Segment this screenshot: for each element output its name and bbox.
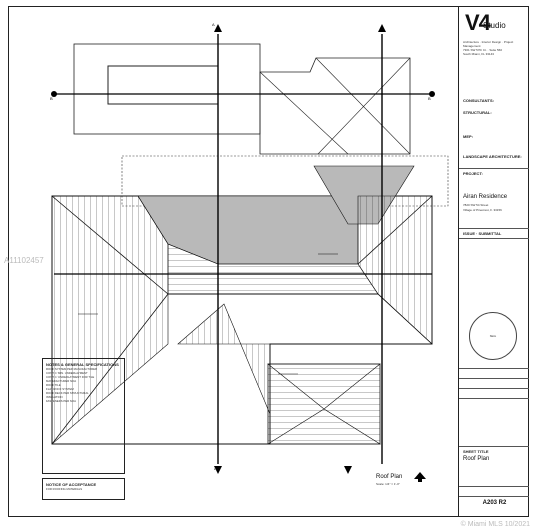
sheet-title-heading: SHEET TITLE [463,449,489,454]
project-heading: PROJECT: [463,171,483,176]
section-label-a-top: A [212,22,215,27]
revision-heading: ISSUE · SUBMITTAL [463,231,502,236]
general-notes-box: NOTES & GENERAL SPECIFICATIONS ROOF SYST… [42,358,125,474]
firm-logo: V4 Studio [465,12,525,38]
note-line: CONT. 1' MIN. UNDERLAYMENT [46,371,88,375]
project-address-1: 7820 SW 54 Street [463,203,489,207]
section-marker-bottom-2 [344,466,352,474]
note-line: ROOF SYSTEM PER MANUFACTURER [46,367,97,371]
upper-terrace-outline [73,43,261,135]
section-marker-top-2 [378,24,386,32]
consultants-heading: CONSULTANTS: [463,98,494,103]
note-line: FLAT ROOF SYSTEM [46,387,74,391]
entry-hip [267,363,381,445]
section-label-a-bottom: A [214,466,217,471]
roof-plan-drawing [51,24,449,474]
listing-watermark: A11102457 [4,256,44,265]
noa-line: FOR ROOFING MATERIALS [46,487,83,491]
note-line: ROOF TILE [46,383,61,387]
title-block: V4 Studio Architecture · Interior Design… [458,6,529,517]
plan-title: Roof Plan [376,474,403,480]
note-line: CONT. 1' UNDERLAYMENT FOR TILE [46,375,95,379]
section-marker-top-1 [214,24,222,32]
note-line: FASTENERS PER NOA [46,399,76,403]
upper-roof-right [259,57,411,155]
engineer-seal: SEAL [469,312,517,360]
mep-heading: MEP: [463,134,473,139]
sheet-number: A203 R2 [482,500,507,506]
noa-notes-box: NOTICE OF ACCEPTANCE FOR ROOFING MATERIA… [42,478,125,500]
section-marker-bottom-1 [214,466,222,474]
project-address-2: Village of Pinecrest, F. 33156 [463,208,502,212]
note-line: INSULATION [46,395,63,399]
mls-watermark: © Miami MLS 10/2021 [460,521,530,528]
note-line: MANUFACTURER NOA [46,379,77,383]
north-arrow-icon [414,472,426,482]
pool-outline [107,65,219,105]
section-label-b-left: B [50,96,53,101]
section-marker-top-right [429,91,435,97]
notes-heading: NOTES & GENERAL SPECIFICATIONS [46,362,119,367]
project-name: Airan Residence [463,194,508,200]
firm-info: Architecture · Interior Design · Project… [463,40,514,56]
sheet-border [8,6,529,517]
landscape-heading: LANDSCAPE ARCHITECTURE: [463,154,522,159]
logo-mark: V4 [465,10,491,35]
section-label-b-right: B [428,96,431,101]
plan-scale: Scale: 1/4" = 1'-0" [376,482,400,486]
noa-heading: NOTICE OF ACCEPTANCE [46,482,97,487]
note-line: ROOF DECK PER STRUCTURAL [46,391,89,395]
structural-heading: STRUCTURAL: [463,110,492,115]
sheet-title: Roof Plan [463,456,490,462]
front-gable-left [177,303,271,415]
logo-text: Studio [483,21,506,30]
section-marker-top-left [51,91,57,97]
